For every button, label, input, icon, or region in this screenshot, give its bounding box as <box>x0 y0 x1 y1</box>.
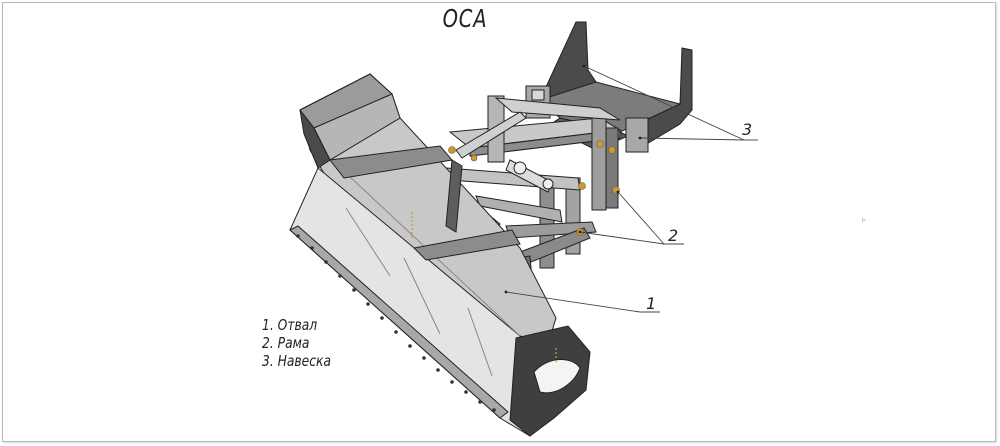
callout-hitch: 3 <box>742 120 753 139</box>
callout-leaders <box>505 65 758 313</box>
stray-mark: ▹ <box>862 215 866 224</box>
leader-endpoints <box>504 64 642 294</box>
drawing-title: ОСА <box>442 4 488 33</box>
legend-item-blade: 1. Отвал <box>262 316 318 334</box>
parts-legend: 1. Отвал 2. Рама 3. Навеска <box>262 316 346 370</box>
legend-item-frame: 2. Рама <box>262 334 310 352</box>
callout-blade: 1 <box>646 294 657 313</box>
blade-assembly <box>289 73 591 437</box>
legend-item-hitch: 3. Навеска <box>262 352 331 370</box>
callout-frame: 2 <box>668 226 679 245</box>
